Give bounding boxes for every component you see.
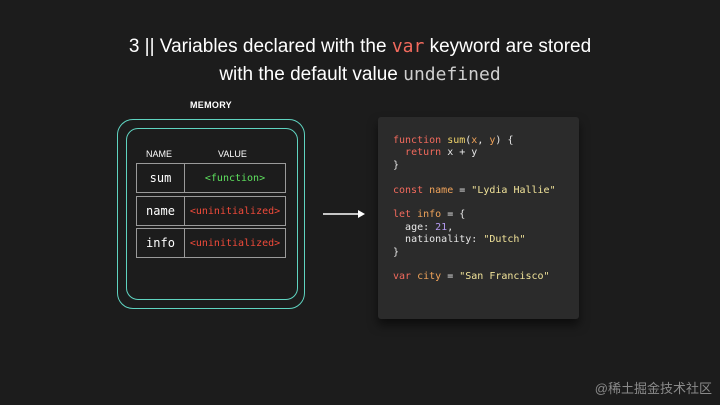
- title-line-1: 3 || Variables declared with the var key…: [128, 36, 592, 57]
- memory-row-sum: sum <function>: [136, 163, 286, 193]
- memory-row-value: <uninitialized>: [189, 237, 281, 249]
- code-line-2: return x + y: [405, 147, 478, 159]
- title-line-2: with the default value undefined: [219, 64, 501, 85]
- code-line-3: }: [393, 159, 400, 171]
- memory-label: MEMORY: [190, 100, 232, 110]
- memory-row-value: <uninitialized>: [189, 205, 281, 217]
- code-line-6: age: 21,: [405, 221, 454, 233]
- memory-row-name: info: [137, 229, 185, 257]
- code-panel: [378, 117, 579, 319]
- undefined-keyword: undefined: [403, 64, 501, 85]
- code-line-9: var city = "San Francisco": [393, 271, 550, 283]
- right-arrow-icon: [323, 210, 365, 218]
- code-line-5: let info = {: [393, 209, 466, 221]
- memory-inner-box: [126, 128, 298, 300]
- memory-outer-box: [117, 119, 305, 309]
- var-keyword: var: [391, 36, 425, 57]
- value-column-header: VALUE: [218, 149, 247, 159]
- name-column-header: NAME: [146, 149, 173, 159]
- memory-row-value: <function>: [204, 172, 266, 184]
- memory-row-info: info <uninitialized>: [136, 228, 286, 258]
- code-line-8: }: [393, 246, 400, 258]
- slide-title: 3 || Variables declared with the var key…: [0, 33, 720, 89]
- code-line-7: nationality: "Dutch": [405, 234, 526, 246]
- memory-row-name-variable: name <uninitialized>: [136, 196, 286, 226]
- watermark: @稀土掘金技术社区: [594, 381, 712, 396]
- memory-row-name: name: [137, 197, 185, 225]
- memory-row-name: sum: [137, 164, 185, 192]
- code-block: function sum(x, y) { return x + y } cons…: [393, 135, 556, 284]
- code-line-1: function sum(x, y) {: [393, 135, 514, 146]
- code-line-4: const name = "Lydia Hallie": [393, 184, 556, 196]
